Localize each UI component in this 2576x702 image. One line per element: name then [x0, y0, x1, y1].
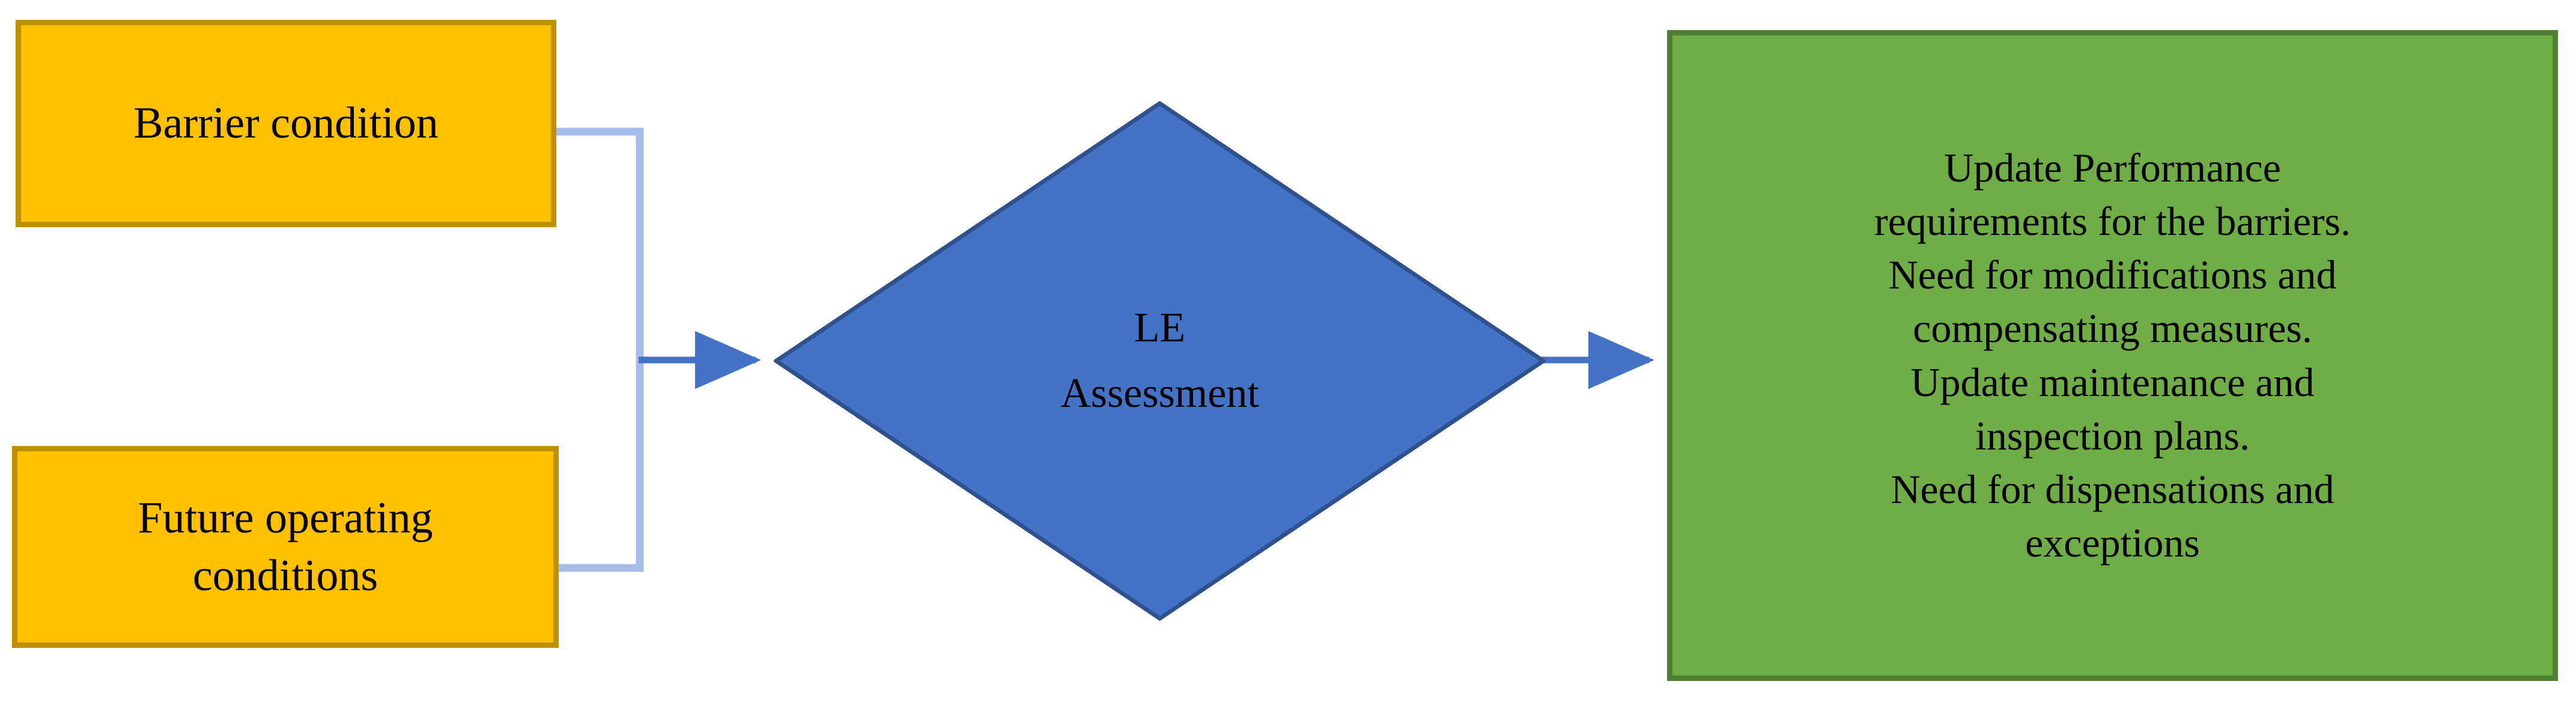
input-node-barrier-condition[interactable]: Barrier condition — [16, 20, 556, 227]
future-operating-conditions-line-2: conditions — [192, 551, 378, 600]
outcome-node-label: Update Performance requirements for the … — [1693, 141, 2532, 570]
diamond-shape — [774, 101, 1546, 621]
outcome-line: Update Performance — [1944, 145, 2281, 191]
input-node-future-operating-conditions[interactable]: Future operating conditions — [12, 446, 559, 648]
outcome-line: requirements for the barriers. — [1874, 198, 2351, 245]
outcome-line: Need for dispensations and — [1891, 466, 2334, 512]
input-node-future-operating-conditions-label: Future operating conditions — [138, 489, 433, 605]
decision-node-le-assessment[interactable]: LE Assessment — [774, 101, 1546, 621]
outcome-line: inspection plans. — [1975, 412, 2250, 459]
future-operating-conditions-line-1: Future operating — [138, 493, 433, 543]
outcome-line: Update maintenance and — [1910, 359, 2315, 405]
input-node-barrier-condition-label: Barrier condition — [133, 99, 439, 148]
outcome-line: Need for modifications and — [1888, 252, 2337, 298]
outcome-line: compensating measures. — [1913, 305, 2312, 352]
outcome-line: exceptions — [2025, 519, 2200, 566]
connector-bracket — [556, 127, 644, 572]
outcome-node-update-actions[interactable]: Update Performance requirements for the … — [1667, 30, 2558, 681]
